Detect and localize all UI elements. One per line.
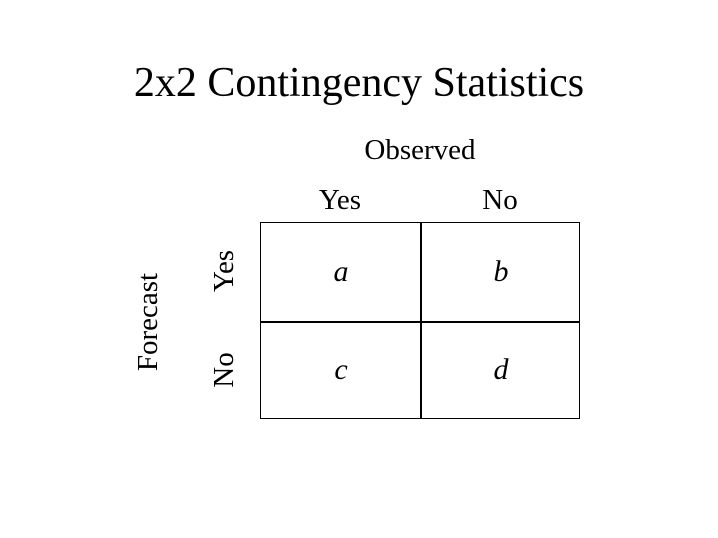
cell-correct-negatives: d [493, 353, 509, 386]
column-header-no: No [482, 184, 518, 216]
row-header-no: No [208, 352, 240, 388]
observed-axis-label: Observed [364, 134, 476, 166]
page-title: 2x2 Contingency Statistics [133, 60, 585, 106]
table-divider-vertical [420, 223, 422, 418]
cell-false-alarms: b [493, 255, 509, 288]
cell-hits: a [333, 255, 349, 288]
row-header-yes: Yes [208, 249, 240, 293]
table-divider-horizontal [261, 321, 579, 323]
contingency-table: a b c d [260, 222, 580, 419]
column-header-yes: Yes [318, 184, 362, 216]
forecast-axis-label: Forecast [132, 272, 164, 372]
cell-misses: c [334, 353, 348, 386]
